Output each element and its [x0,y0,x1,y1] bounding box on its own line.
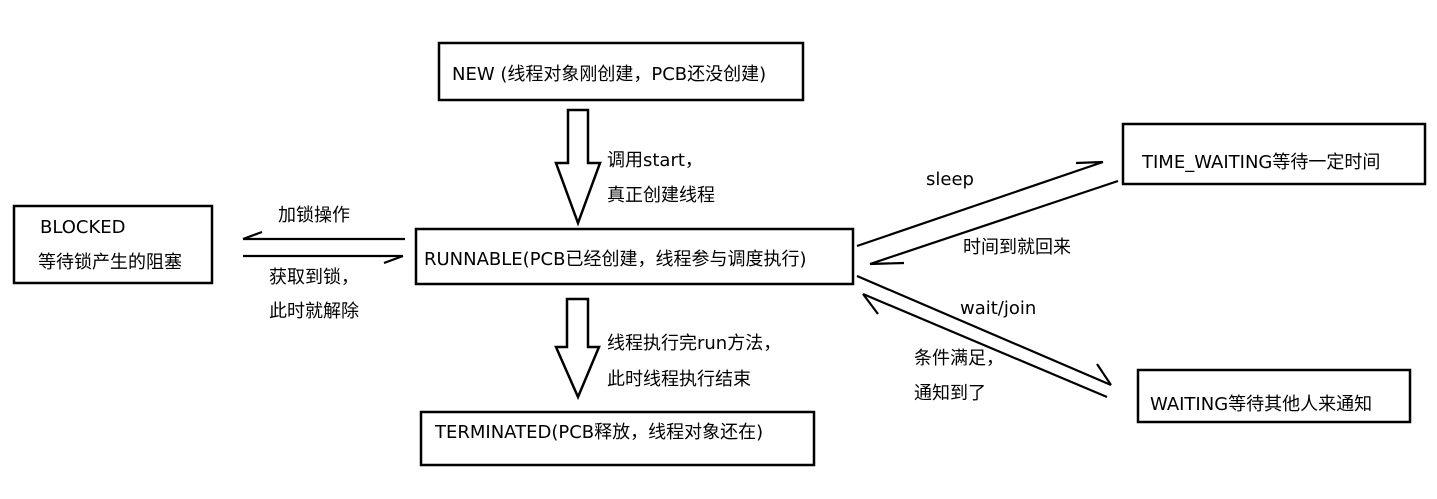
label-start-1: 调用start， [607,150,703,171]
label-finish-2: 此时线程执行结束 [607,369,751,390]
state-waiting: WAITING等待其他人来通知 [1136,368,1412,424]
state-waiting-label: WAITING等待其他人来通知 [1150,394,1372,415]
state-blocked: BLOCKED 等待锁产生的阻塞 [12,204,214,285]
arrow-waiting-to-runnable [862,292,1108,399]
state-blocked-label-1: BLOCKED [40,217,126,238]
state-time-waiting: TIME_WAITING等待一定时间 [1121,122,1427,186]
label-time-back: 时间到就回来 [963,237,1071,258]
arrow-time-waiting-to-runnable [869,179,1119,266]
state-new: NEW (线程对象刚创建，PCB还没创建) [437,41,805,102]
arrow-blocked-to-runnable [243,254,404,265]
label-sleep: sleep [926,169,974,190]
arrow-runnable-to-terminated [554,297,601,401]
arrow-runnable-to-time-waiting [856,160,1104,248]
label-notified-1: 条件满足， [914,348,1004,369]
state-terminated-label: TERMINATED(PCB释放，线程对象还在) [434,422,763,443]
state-runnable-label: RUNNABLE(PCB已经创建，线程参与调度执行) [424,249,807,270]
arrow-runnable-to-waiting [856,274,1112,387]
label-notified-2: 通知到了 [914,383,986,404]
label-got-lock-2: 此时就解除 [269,301,359,322]
state-new-label: NEW (线程对象刚创建，PCB还没创建) [452,64,766,85]
state-time-waiting-label: TIME_WAITING等待一定时间 [1141,152,1380,173]
label-start-2: 真正创建线程 [607,185,715,206]
arrow-new-to-runnable [554,108,602,227]
label-wait-join: wait/join [960,298,1036,319]
label-lock-op: 加锁操作 [278,205,350,226]
state-blocked-label-2: 等待锁产生的阻塞 [38,252,182,273]
state-runnable: RUNNABLE(PCB已经创建，线程参与调度执行) [414,227,855,286]
label-got-lock-1: 获取到锁， [269,267,359,288]
arrow-runnable-to-blocked [242,230,405,241]
state-terminated: TERMINATED(PCB释放，线程对象还在) [419,410,816,467]
label-finish-1: 线程执行完run方法， [607,333,781,354]
